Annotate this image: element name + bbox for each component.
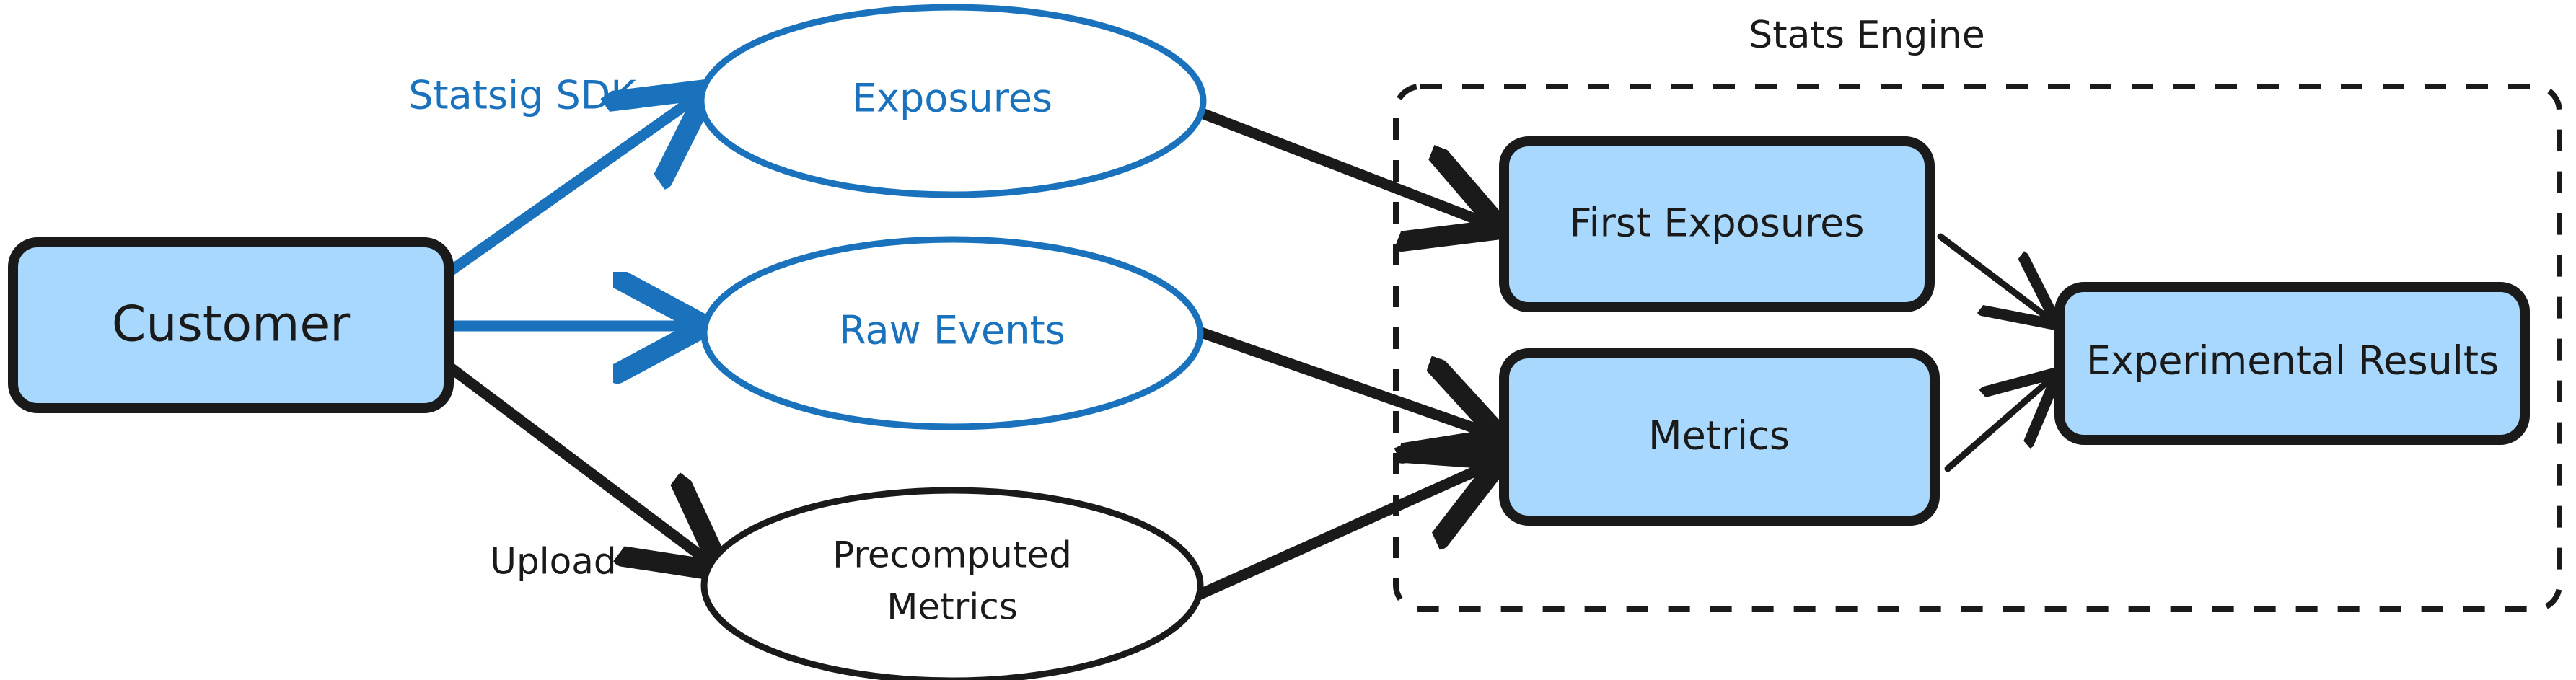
edge-line-precomputed-metrics-metrics bbox=[1182, 466, 1487, 606]
node-metrics[interactable]: Metrics bbox=[1499, 348, 1940, 526]
edge-customer-to-exposures[interactable]: Statsig SDK bbox=[408, 73, 695, 277]
metrics-box bbox=[1499, 348, 1940, 526]
exposures-label: Exposures bbox=[852, 76, 1052, 121]
first-exposures-label: First Exposures bbox=[1570, 200, 1865, 246]
edge-line-statsig-sdk bbox=[444, 98, 695, 277]
precomputed-metrics-ellipse bbox=[700, 487, 1204, 680]
edge-line-metrics-results bbox=[1944, 381, 2049, 472]
customer-box bbox=[8, 237, 454, 413]
customer-label: Customer bbox=[112, 296, 350, 353]
edge-first-exposures-to-experimental-results[interactable] bbox=[1937, 233, 2047, 317]
edge-precomputed-metrics-to-metrics[interactable] bbox=[1182, 466, 1487, 606]
edge-label-statsig-sdk: Statsig SDK bbox=[408, 73, 637, 118]
stats-engine-dashed-border bbox=[1393, 84, 2562, 612]
precomputed-metrics-label-line2: Metrics bbox=[887, 586, 1018, 628]
edge-metrics-to-experimental-results[interactable] bbox=[1944, 381, 2049, 472]
node-raw-events[interactable]: Raw Events bbox=[700, 236, 1204, 430]
metrics-label: Metrics bbox=[1648, 413, 1790, 459]
edges-layer: Statsig SDK Upload bbox=[408, 73, 2049, 606]
raw-events-ellipse bbox=[700, 236, 1204, 430]
first-exposures-box bbox=[1499, 136, 1935, 312]
node-first-exposures[interactable]: First Exposures bbox=[1499, 136, 1935, 312]
edge-line-upload bbox=[443, 361, 710, 562]
stats-engine-group: Stats Engine bbox=[1393, 14, 2562, 612]
node-customer[interactable]: Customer bbox=[8, 237, 454, 413]
edge-line-raw-events-metrics bbox=[1183, 322, 1487, 433]
experimental-results-label: Experimental Results bbox=[2086, 338, 2499, 384]
exposures-ellipse bbox=[698, 4, 1207, 198]
node-precomputed-metrics[interactable]: Precomputed Metrics bbox=[700, 487, 1204, 680]
edge-customer-to-precomputed-metrics[interactable]: Upload bbox=[443, 361, 710, 583]
precomputed-metrics-label-line1: Precomputed bbox=[832, 534, 1072, 576]
edge-raw-events-to-metrics[interactable] bbox=[1183, 322, 1487, 433]
edge-line-first-exposures-results bbox=[1937, 233, 2047, 317]
edge-line-exposures-first-exposures bbox=[1183, 102, 1487, 224]
node-exposures[interactable]: Exposures bbox=[698, 4, 1207, 198]
experimental-results-box bbox=[2054, 282, 2530, 445]
stats-engine-label: Stats Engine bbox=[1749, 14, 1985, 57]
raw-events-label: Raw Events bbox=[839, 308, 1065, 353]
node-experimental-results[interactable]: Experimental Results bbox=[2054, 282, 2530, 445]
edge-label-upload: Upload bbox=[490, 541, 616, 583]
edge-exposures-to-first-exposures[interactable] bbox=[1183, 102, 1487, 224]
